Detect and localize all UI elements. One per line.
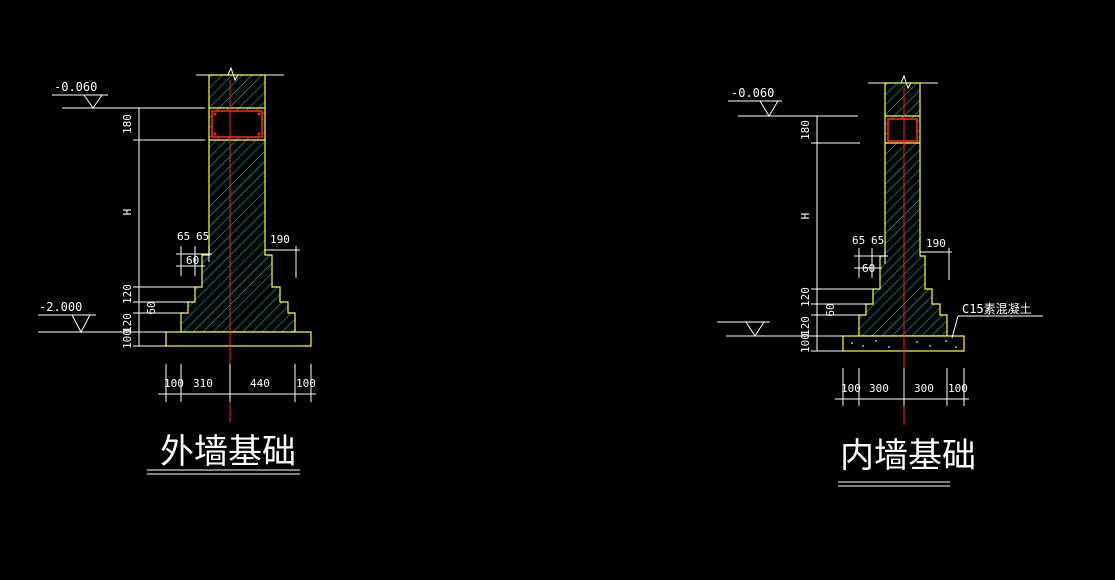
right-base-100b: 100 [948, 382, 968, 395]
left-ring-beam-rebar [211, 110, 263, 138]
left-step-60: 60 [186, 254, 199, 267]
right-base-300b: 300 [914, 382, 934, 395]
left-base-100a: 100 [164, 377, 184, 390]
left-vdim-180: 180 [121, 114, 134, 134]
right-base-300a: 300 [869, 382, 889, 395]
right-vdim-180: 180 [799, 120, 812, 140]
left-offset-190: 190 [270, 233, 290, 246]
right-step-65a: 65 [852, 234, 865, 247]
right-ring-beam-rebar [887, 118, 918, 142]
left-elev-bottom: -2.000 [39, 300, 82, 314]
left-title: 外墙基础 [160, 432, 296, 472]
right-vdim-120a: 120 [799, 287, 812, 307]
right-base-label: C15素混凝土 [962, 301, 1032, 316]
right-vdim-120b: 120 [799, 316, 812, 336]
left-foundation: -0.060 -2.000 180 H 120 60 120 100 [38, 66, 316, 475]
right-vdim-100: 100 [799, 333, 812, 353]
left-step-65b: 65 [196, 230, 209, 243]
left-vdim-120a: 120 [121, 284, 134, 304]
right-elev-top: -0.060 [731, 86, 774, 100]
left-step-65a: 65 [177, 230, 190, 243]
left-base-310: 310 [193, 377, 213, 390]
left-vdim-100: 100 [121, 329, 134, 349]
left-vdim-h: H [121, 209, 134, 216]
right-step-60: 60 [862, 262, 875, 275]
right-title: 内墙基础 [840, 436, 976, 476]
left-base-slab [165, 331, 312, 347]
right-step-65b: 65 [871, 234, 884, 247]
left-elev-top: -0.060 [54, 80, 97, 94]
right-foundation: -0.060 180 H 120 60 120 100 65 65 60 [717, 74, 1043, 487]
left-vdim-60: 60 [145, 301, 158, 314]
right-offset-190: 190 [926, 237, 946, 250]
left-vdim-120b: 120 [121, 313, 134, 333]
left-base-440: 440 [250, 377, 270, 390]
right-base-100a: 100 [841, 382, 861, 395]
right-vdim-60: 60 [824, 303, 837, 316]
right-vdim-h: H [799, 213, 812, 220]
left-base-100b: 100 [296, 377, 316, 390]
